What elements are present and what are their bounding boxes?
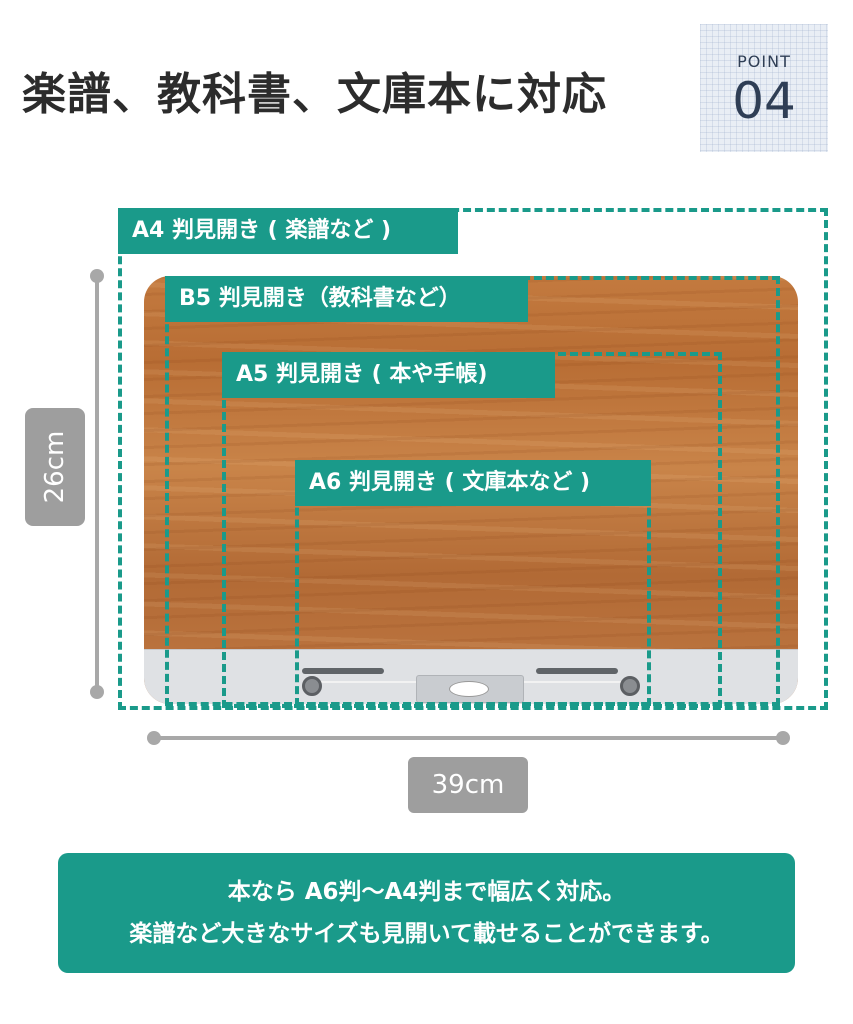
elastic-cord-right	[514, 681, 624, 683]
description-line-2: 楽譜など大きなサイズも見開いて載せることができます。	[129, 921, 724, 947]
a4-size-frame	[118, 208, 828, 710]
board-slot-right	[536, 668, 618, 674]
a6-size-label: A6 判見開き ( 文庫本など )	[295, 460, 651, 506]
description-line-1: 本なら A6判～A4判まで幅広く対応。	[227, 879, 626, 905]
board-knob-right	[620, 676, 640, 696]
board-knob-left	[302, 676, 322, 696]
width-measure-line	[154, 736, 784, 740]
a5-size-label: A5 判見開き ( 本や手帳)	[222, 352, 555, 398]
board-slot-left	[302, 668, 384, 674]
clip-ring	[449, 681, 489, 697]
wooden-board-image	[144, 276, 798, 704]
height-dimension-badge: 26cm	[25, 408, 85, 526]
elastic-cord-left	[320, 681, 424, 683]
page-title: 楽譜、教科書、文庫本に対応	[22, 69, 607, 120]
board-base-bar	[144, 649, 798, 704]
b5-size-label: B5 判見開き（教科書など）	[165, 276, 528, 322]
width-dimension-badge: 39cm	[408, 757, 528, 813]
a4-size-label: A4 判見開き ( 楽譜など )	[118, 208, 458, 254]
height-measure-top-dot	[90, 269, 104, 283]
point-label: POINT	[737, 52, 791, 71]
point-badge: POINT 04	[700, 24, 828, 152]
width-measure-left-dot	[147, 731, 161, 745]
height-measure-line	[95, 276, 99, 692]
point-number: 04	[732, 72, 796, 130]
description-banner: 本なら A6判～A4判まで幅広く対応。 楽譜など大きなサイズも見開いて載せること…	[58, 853, 795, 973]
height-dimension-text: 26cm	[40, 430, 70, 504]
width-measure-right-dot	[776, 731, 790, 745]
height-measure-bottom-dot	[90, 685, 104, 699]
